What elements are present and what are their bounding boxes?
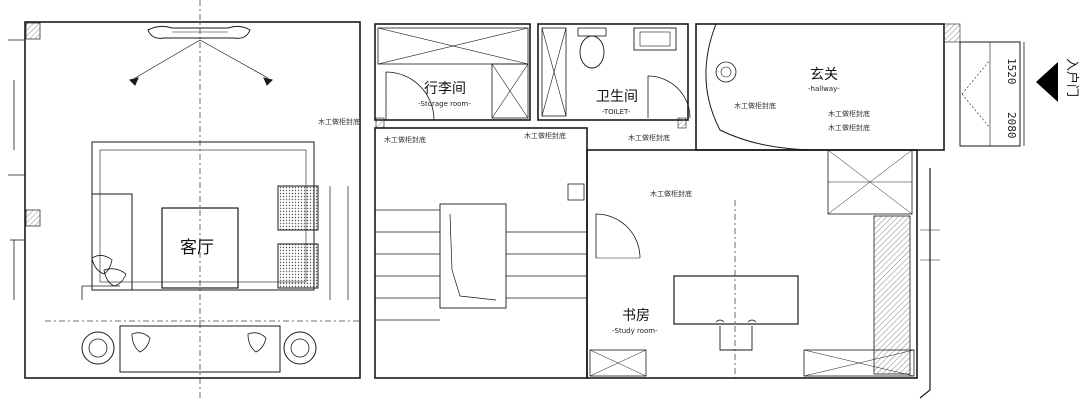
toilet-label: 卫生间 xyxy=(596,89,638,105)
study-room-sub: -Study room- xyxy=(612,327,658,335)
hallway-sub: -hallway- xyxy=(808,85,840,93)
note-carpentry-4: 木工做柜封底 xyxy=(628,133,670,142)
hallway-label: 玄关 xyxy=(810,66,838,83)
note-carpentry-7: 木工做柜封底 xyxy=(828,123,870,132)
storage-room xyxy=(374,23,531,129)
note-carpentry-1: 木工做柜封底 xyxy=(318,117,360,126)
storage-room-label: 行李间 xyxy=(424,81,466,97)
note-carpentry-5: 木工做柜封底 xyxy=(734,101,776,110)
stairs xyxy=(374,127,588,379)
note-carpentry-6: 木工做柜封底 xyxy=(828,109,870,118)
study-room xyxy=(586,149,918,379)
entrance-dim-bottom: 2080 xyxy=(1005,112,1018,139)
entrance-label: 入户门 xyxy=(1064,58,1080,97)
entrance-dim-top: 1520 xyxy=(1005,58,1018,85)
living-room xyxy=(8,21,361,379)
toilet-sub: -TOILET- xyxy=(602,108,631,116)
living-room-label: 客厅 xyxy=(180,238,214,258)
note-carpentry-8: 木工做柜封底 xyxy=(650,189,692,198)
storage-room-sub: -Storage room- xyxy=(418,100,471,108)
study-room-label: 书房 xyxy=(622,308,650,324)
entrance-arrow-icon xyxy=(1036,62,1058,102)
note-carpentry-2: 木工做柜封底 xyxy=(384,135,426,144)
note-carpentry-3: 木工做柜封底 xyxy=(524,131,566,140)
toilet-room xyxy=(537,23,691,129)
